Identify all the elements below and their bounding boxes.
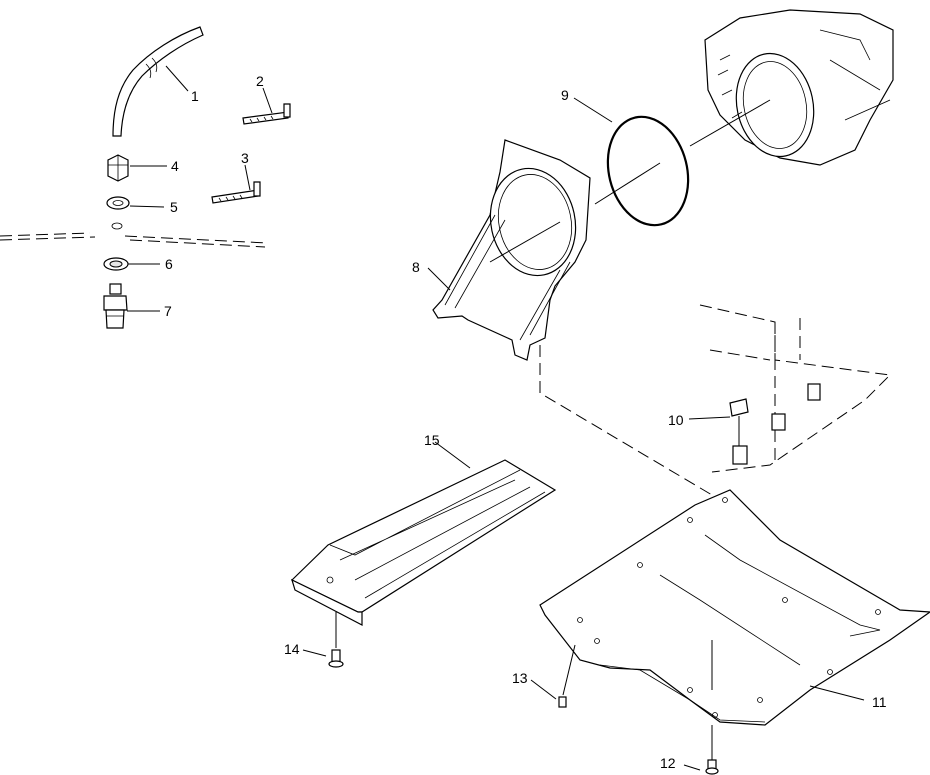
callout-7: 7 xyxy=(164,303,172,319)
callout-10: 10 xyxy=(668,412,684,428)
part-6-washer xyxy=(103,257,129,271)
pump-housing xyxy=(704,9,894,166)
part-13-screw xyxy=(558,644,576,708)
part-15-shoe xyxy=(290,459,557,626)
part-3-pin xyxy=(211,181,261,204)
part-10-drain-plug xyxy=(729,398,749,465)
part-5-washer xyxy=(106,196,130,230)
callout-15: 15 xyxy=(424,432,440,448)
part-7-fitting xyxy=(103,283,128,329)
callout-1: 1 xyxy=(191,88,199,104)
callout-2: 2 xyxy=(256,73,264,89)
assembly-line xyxy=(539,345,716,531)
callout-5: 5 xyxy=(170,199,178,215)
callout-14: 14 xyxy=(284,641,300,657)
part-1-hose xyxy=(112,26,204,137)
leader-lines xyxy=(127,65,865,771)
callout-3: 3 xyxy=(241,150,249,166)
callout-labels: 1 2 3 4 5 6 7 8 9 10 11 12 13 14 15 xyxy=(164,73,887,771)
callout-9: 9 xyxy=(561,87,569,103)
callout-6: 6 xyxy=(165,256,173,272)
part-9-o-ring xyxy=(606,115,690,227)
callout-12: 12 xyxy=(660,755,676,771)
centerline xyxy=(489,99,771,263)
callout-13: 13 xyxy=(512,670,528,686)
callout-8: 8 xyxy=(412,259,420,275)
part-2-pin xyxy=(242,103,291,125)
callout-11: 11 xyxy=(872,694,887,710)
part-14-screw xyxy=(328,612,344,668)
hull-section xyxy=(699,304,892,473)
part-12-screw xyxy=(705,725,719,775)
part-4-nut xyxy=(107,154,129,182)
part-11-ride-plate xyxy=(539,489,930,726)
callout-4: 4 xyxy=(171,158,179,174)
hull-reference-line xyxy=(0,232,269,248)
